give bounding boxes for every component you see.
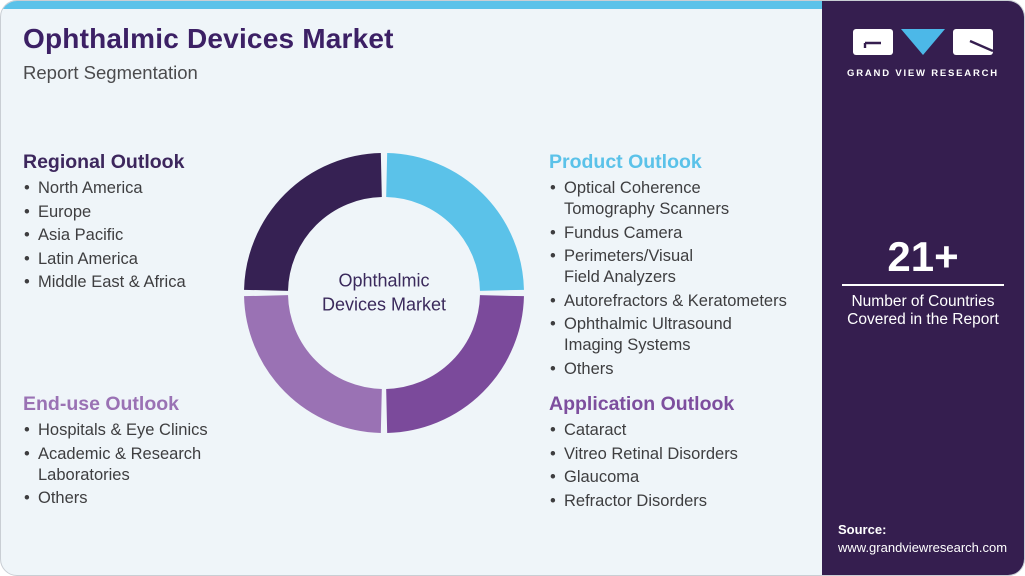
page-subtitle: Report Segmentation	[23, 62, 198, 83]
list-item: Latin America	[23, 249, 263, 270]
list-item: Others	[549, 359, 821, 380]
list-item: Cataract	[549, 420, 821, 441]
logo-g-mark	[863, 41, 881, 48]
donut-segment-product	[385, 153, 524, 292]
list-item: Others	[23, 488, 248, 509]
gvr-logo-icon	[853, 29, 994, 55]
stat-divider	[842, 284, 1004, 286]
source-url: www.grandviewresearch.com	[838, 540, 1008, 555]
brand-name: GRAND VIEW RESEARCH	[847, 68, 999, 79]
enduse-outlook-list: Hospitals & Eye ClinicsAcademic & Resear…	[23, 420, 248, 509]
brand-logo-block: GRAND VIEW RESEARCH	[822, 29, 1024, 79]
application-outlook-list: CataractVitreo Retinal DisordersGlaucoma…	[549, 420, 821, 512]
list-item: Europe	[23, 202, 263, 223]
list-item: Autorefractors & Keratometers	[549, 291, 821, 312]
regional-outlook-title: Regional Outlook	[23, 151, 185, 173]
list-item: Refractor Disorders	[549, 491, 821, 512]
regional-outlook-section: Regional Outlook North AmericaEuropeAsia…	[23, 150, 263, 296]
donut-segment-regional	[244, 153, 383, 292]
list-item: North America	[23, 178, 263, 199]
application-outlook-section: Application Outlook CataractVitreo Retin…	[549, 392, 821, 514]
enduse-outlook-title: End-use Outlook	[23, 393, 179, 415]
header: Ophthalmic Devices Market Report Segment…	[23, 23, 394, 84]
list-item: Glaucoma	[549, 467, 821, 488]
accent-top-bar	[1, 1, 822, 9]
donut-segment-application	[385, 294, 524, 433]
list-item: Asia Pacific	[23, 225, 263, 246]
product-outlook-section: Product Outlook Optical CoherenceTomogra…	[549, 150, 821, 382]
enduse-outlook-section: End-use Outlook Hospitals & Eye ClinicsA…	[23, 392, 248, 512]
logo-r-mark	[969, 39, 994, 53]
page-title: Ophthalmic Devices Market	[23, 23, 394, 54]
source-label: Source:	[838, 522, 887, 537]
donut-segment-end-use	[244, 294, 383, 433]
donut-chart-svg	[244, 153, 524, 433]
application-outlook-title: Application Outlook	[549, 393, 735, 415]
product-outlook-title: Product Outlook	[549, 151, 702, 173]
list-item: Hospitals & Eye Clinics	[23, 420, 248, 441]
source-block: Source: www.grandviewresearch.com	[838, 522, 1007, 555]
countries-stat-value: 21+	[887, 233, 959, 280]
logo-v-triangle	[901, 29, 945, 55]
sidebar: GRAND VIEW RESEARCH 21+ Number of Countr…	[822, 1, 1024, 575]
list-item: Vitreo Retinal Disorders	[549, 444, 821, 465]
list-item: Middle East & Africa	[23, 272, 263, 293]
regional-outlook-list: North AmericaEuropeAsia PacificLatin Ame…	[23, 178, 263, 293]
list-item: Fundus Camera	[549, 223, 821, 244]
